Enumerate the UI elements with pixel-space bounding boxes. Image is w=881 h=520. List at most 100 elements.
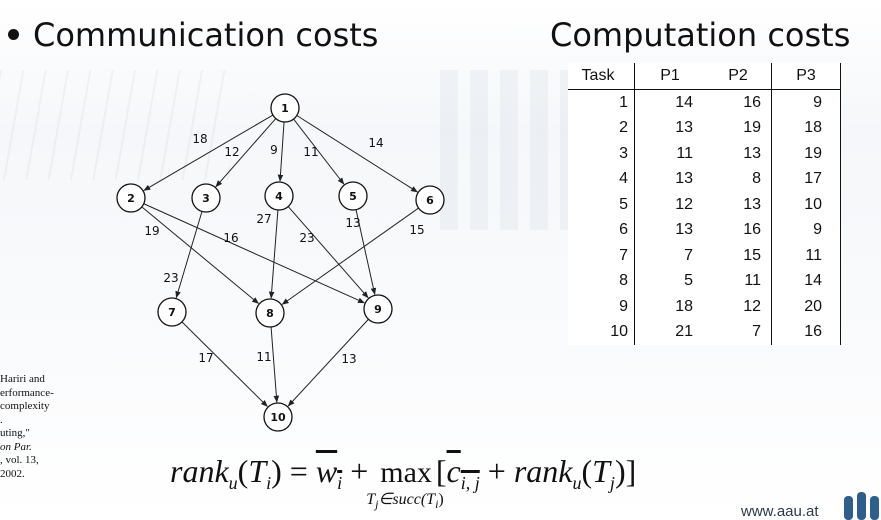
- task-id-cell: 2: [568, 115, 635, 141]
- cost-cell: 13: [705, 141, 772, 167]
- node-circle: [415, 185, 445, 215]
- node-circle: [270, 93, 300, 123]
- edge-weight-label: 12: [224, 145, 239, 159]
- formula-rank: rank: [513, 453, 573, 489]
- reference-line: complexity: [0, 400, 50, 412]
- task-node: 1: [270, 93, 300, 123]
- formula-rank: rank: [170, 453, 229, 489]
- reference-line: uting,": [0, 427, 30, 439]
- edge-4-9: [287, 206, 369, 299]
- node-circle: [116, 183, 146, 213]
- edge-weight-label: 13: [345, 216, 360, 230]
- node-circle: [191, 183, 221, 213]
- formula-w: w: [315, 453, 338, 489]
- reference-line: erformance-: [0, 386, 54, 399]
- edges: [141, 114, 419, 407]
- node-label: 3: [202, 192, 210, 205]
- reference-line: Hariri and: [0, 373, 45, 385]
- edge-weight-label: 13: [341, 352, 356, 366]
- formula-max-subscript: Tj∈succ(Ti): [366, 491, 444, 511]
- edge-1-2: [143, 114, 274, 191]
- edge-6-8: [281, 207, 419, 305]
- formula-T: T: [248, 453, 267, 489]
- edge-9-10: [287, 318, 369, 407]
- table-header-row: Task P1 P2 P3: [568, 63, 841, 90]
- header-task: Task: [568, 63, 635, 90]
- edge-1-5: [293, 118, 345, 185]
- cost-cell: 21: [675, 323, 693, 341]
- formula-plus: +: [479, 453, 514, 489]
- node-circle: [157, 297, 187, 327]
- cost-cell: 12: [705, 294, 772, 320]
- node-label: 7: [168, 306, 176, 319]
- node-circle: [263, 402, 293, 432]
- reference-journal: on Par.: [0, 440, 32, 453]
- computation-costs-heading: Computation costs: [550, 16, 851, 54]
- node-circle: [255, 298, 285, 328]
- background-photo-left: [0, 70, 230, 180]
- task-node: 10: [263, 402, 293, 432]
- cost-cell: 7: [684, 246, 693, 264]
- cost-cell: 13: [675, 170, 693, 188]
- reference-line: on Par.: [0, 441, 80, 455]
- cost-cell: 20: [771, 294, 841, 320]
- cost-cell: 10: [771, 192, 841, 218]
- edge-1-4: [277, 121, 285, 182]
- formula-sub: u: [572, 473, 582, 493]
- task-id-cell: 5: [568, 192, 635, 218]
- edge-1-3: [215, 118, 277, 188]
- cost-cell: 11: [705, 268, 772, 294]
- task-id-cell: 6: [568, 217, 635, 243]
- node-label: 8: [266, 307, 274, 320]
- formula-c-bar: ci, j: [447, 453, 480, 493]
- edge-weight-label: 23: [299, 231, 314, 245]
- reference-line: , vol. 13,: [0, 454, 39, 466]
- formula-equals: =: [281, 453, 316, 489]
- cost-cell: 18: [675, 297, 693, 315]
- edge-weight-label: 11: [303, 145, 318, 159]
- reference-line: .: [0, 413, 3, 426]
- footer-url-link[interactable]: www.aau.at: [741, 503, 819, 520]
- edge-5-9: [355, 209, 377, 296]
- cost-cell: 16: [771, 319, 841, 345]
- edge-weight-label: 23: [163, 271, 178, 285]
- edge-weight-label: 9: [270, 143, 278, 157]
- edge-weight-label: 17: [198, 351, 213, 365]
- reference-line: 2002.: [0, 467, 25, 480]
- aau-logo-icon: [844, 492, 879, 520]
- formula-plus: +: [342, 453, 377, 489]
- task-id-cell: 10: [568, 319, 635, 345]
- formula-max-word: max: [380, 456, 432, 489]
- reference-fragment: Hariri and erformance- complexity . utin…: [0, 373, 80, 481]
- task-node: 4: [264, 181, 294, 211]
- cost-cell: 14: [675, 93, 693, 111]
- cost-cell: 16: [705, 89, 772, 116]
- node-label: 10: [270, 411, 286, 424]
- cost-cell: 13: [705, 192, 772, 218]
- cost-cell: 15: [705, 243, 772, 269]
- cost-cell: 7: [705, 319, 772, 345]
- task-node: 2: [116, 183, 146, 213]
- edge-weight-label: 18: [192, 132, 207, 146]
- edge-weight-label: 27: [256, 212, 271, 226]
- header-p3: P3: [771, 63, 841, 90]
- formula-T: T: [592, 453, 610, 489]
- cost-cell: 5: [684, 272, 693, 290]
- task-id-cell: 3: [568, 141, 635, 167]
- communication-costs-label: Communication costs: [33, 16, 379, 54]
- task-node: 3: [191, 183, 221, 213]
- task-node: 5: [338, 181, 368, 211]
- formula-sub: i: [266, 473, 272, 493]
- node-label: 4: [275, 190, 283, 203]
- cost-cell: 19: [705, 115, 772, 141]
- bullet-icon: [8, 28, 19, 40]
